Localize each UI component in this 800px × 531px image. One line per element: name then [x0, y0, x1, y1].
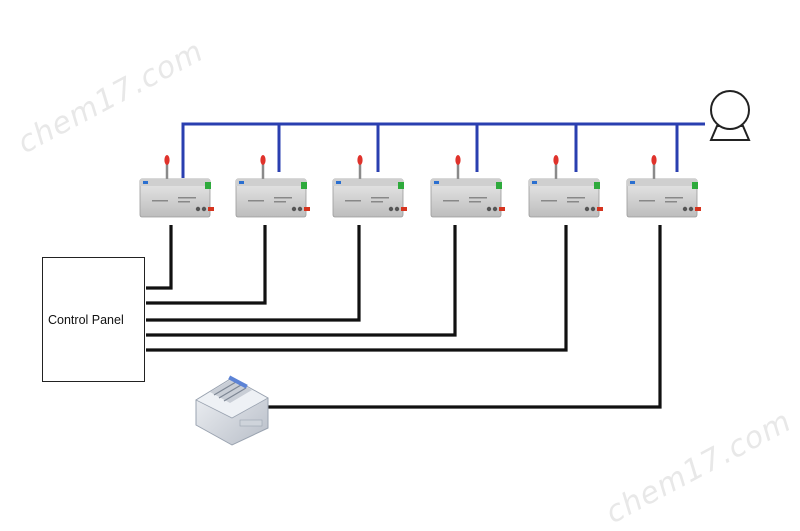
control-panel-label: Control Panel [48, 312, 124, 327]
manifold-main-line [181, 122, 705, 178]
wire-detector-3 [146, 225, 361, 322]
gas-detector-icon [430, 155, 505, 218]
wire-detector-6 [265, 225, 662, 409]
control-panel-box: Control Panel [42, 257, 145, 382]
gas-detector-icon [235, 155, 310, 218]
gas-detector-icon [139, 155, 214, 218]
gas-detector-icon [528, 155, 603, 218]
gas-detector-icon [332, 155, 407, 218]
wire-detector-5 [146, 225, 568, 352]
controller-module-icon [195, 375, 269, 446]
wire-detector-2 [146, 225, 267, 305]
pump-icon [709, 90, 751, 141]
signal-wiring [146, 225, 662, 409]
gas-detector-icon [626, 155, 701, 218]
gas-sampling-manifold [181, 122, 705, 178]
wire-detector-4 [146, 225, 457, 337]
detector-group [139, 155, 701, 218]
wire-detector-1 [146, 225, 173, 290]
